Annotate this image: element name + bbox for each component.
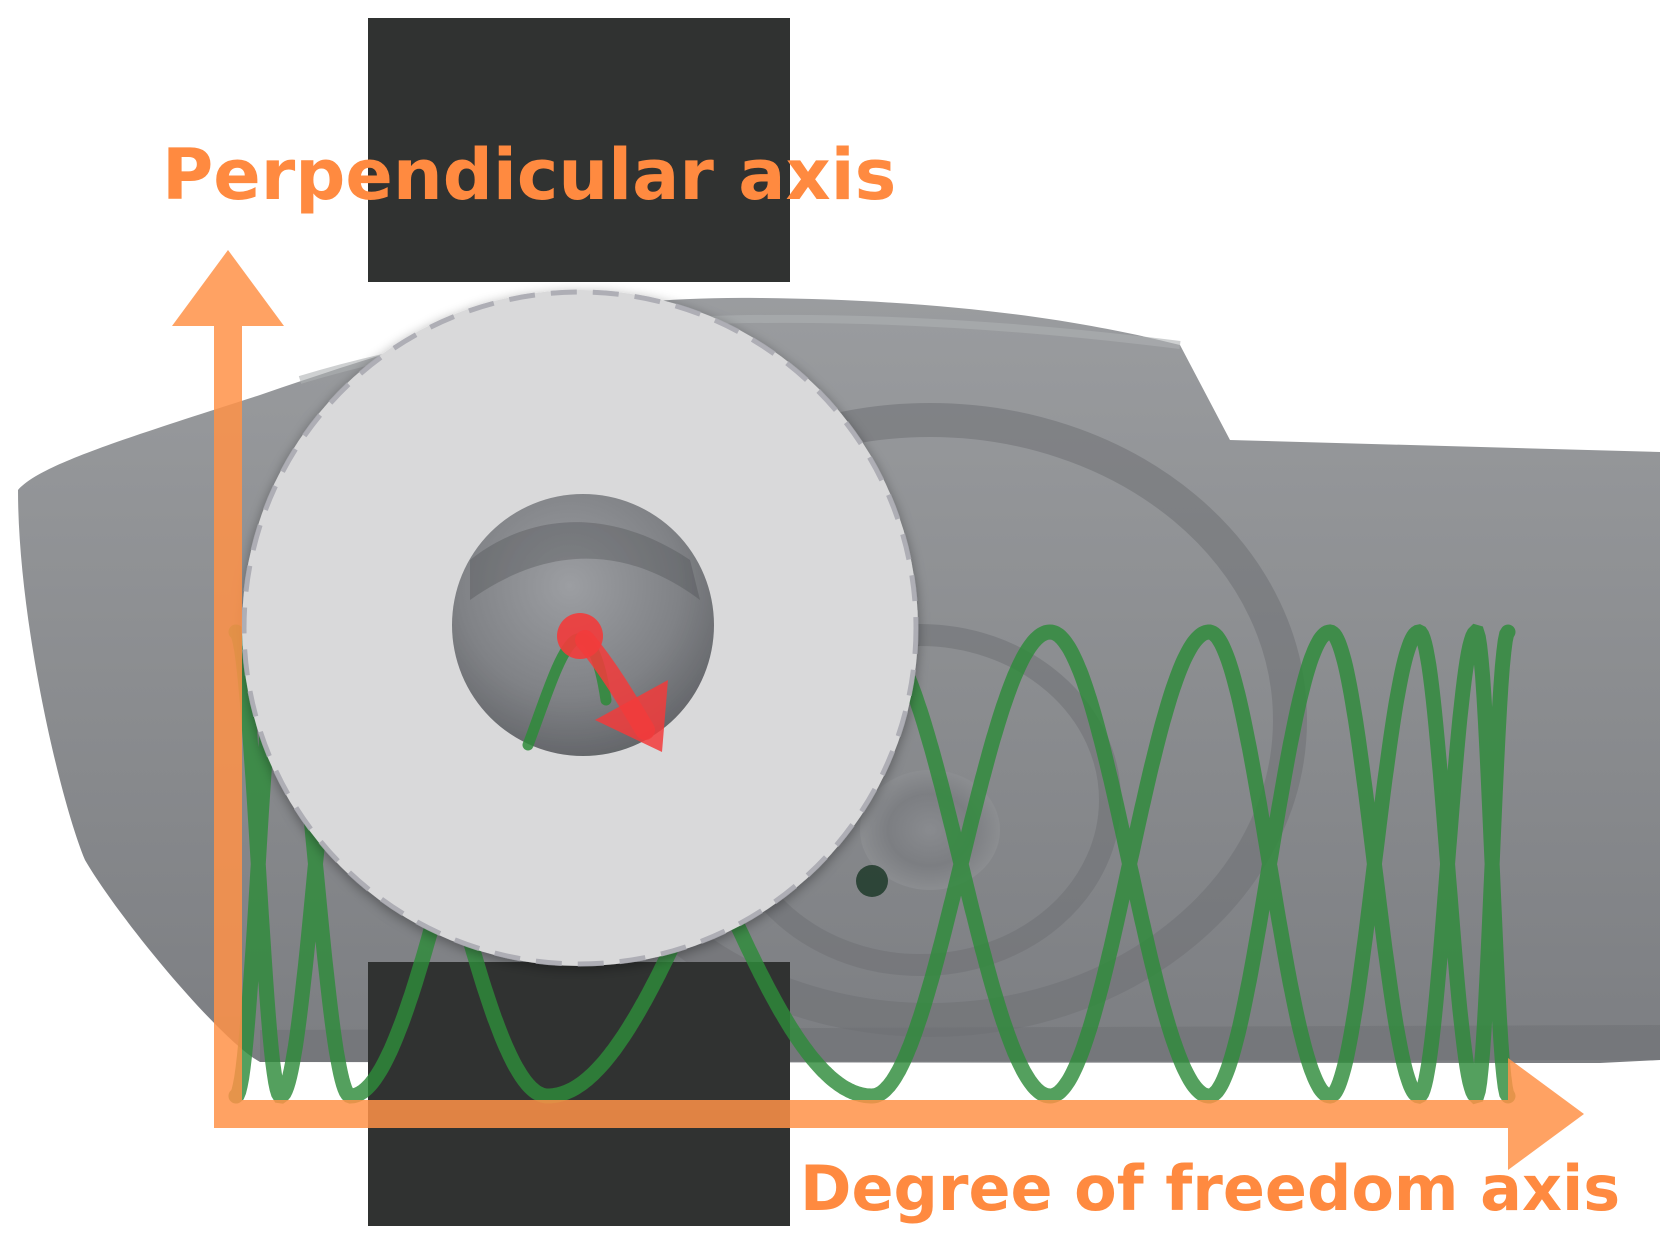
perpendicular-axis-shaft bbox=[214, 320, 242, 1120]
top-clamp-block bbox=[368, 18, 790, 282]
wave-crossing-marker bbox=[856, 865, 888, 897]
perpendicular-axis-arrowhead bbox=[172, 250, 284, 326]
dof-axis-shaft bbox=[214, 1100, 1514, 1128]
perpendicular-axis-label: Perpendicular axis bbox=[162, 134, 897, 216]
dof-axis-label: Degree of freedom axis bbox=[800, 1152, 1621, 1225]
arrow-icon bbox=[557, 613, 668, 752]
axes bbox=[172, 250, 1584, 1170]
ring-dashed-edge bbox=[241, 289, 919, 967]
pointer-head bbox=[595, 680, 668, 752]
hole-shadow-band bbox=[470, 522, 700, 600]
dof-axis-arrowhead bbox=[1508, 1058, 1584, 1170]
